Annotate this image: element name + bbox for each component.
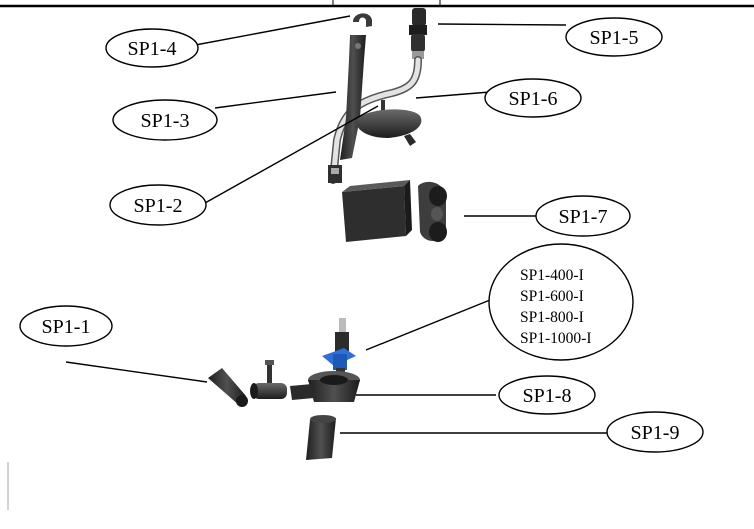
- callout-sp1-2: SP1-2: [109, 184, 207, 226]
- callout-sp1-4-text: SP1-4: [128, 38, 177, 60]
- part-connector-sp1-5: [409, 8, 427, 59]
- callout-sp1-2-text: SP1-2: [134, 195, 183, 217]
- callout-sp1-3-text: SP1-3: [141, 110, 190, 132]
- leader-sp1-4: [189, 15, 351, 47]
- impeller-model: SP1-1000-I: [520, 330, 591, 347]
- callout-sp1-8: SP1-8: [498, 375, 596, 415]
- leader-impellers: [365, 299, 491, 351]
- callout-impellers: SP1-400-I SP1-600-I SP1-800-I SP1-1000-I: [488, 243, 634, 361]
- part-lid-sp1-6: [356, 100, 422, 146]
- impeller-model: SP1-800-I: [520, 309, 584, 326]
- impeller-model: SP1-400-I: [520, 267, 584, 284]
- callout-sp1-6-text: SP1-6: [509, 88, 558, 110]
- part-nozzle-sp1-1: [208, 368, 248, 407]
- callout-sp1-9: SP1-9: [606, 411, 704, 453]
- callout-sp1-1-text: SP1-1: [42, 316, 91, 338]
- suction-cups: [418, 181, 447, 242]
- part-housing-sp1-8: [290, 371, 360, 402]
- leader-sp1-5: [437, 23, 567, 26]
- part-body-sp1-7: [342, 180, 447, 242]
- part-impeller: [322, 318, 356, 376]
- leader-sp1-6: [415, 91, 491, 99]
- callout-sp1-3: SP1-3: [112, 99, 218, 141]
- callout-sp1-4: SP1-4: [105, 28, 199, 68]
- leader-sp1-1: [65, 361, 208, 383]
- callout-sp1-7-text: SP1-7: [559, 206, 608, 228]
- callout-sp1-9-text: SP1-9: [631, 422, 680, 444]
- callout-sp1-5-text: SP1-5: [590, 27, 639, 49]
- callout-sp1-6: SP1-6: [484, 78, 582, 118]
- callout-sp1-5: SP1-5: [565, 17, 663, 57]
- leader-sp1-2: [204, 105, 379, 204]
- impeller-model: SP1-600-I: [520, 288, 584, 305]
- callout-sp1-1: SP1-1: [19, 305, 113, 347]
- part-elbow: [250, 360, 287, 399]
- leader-sp1-3: [214, 91, 337, 109]
- part-arm-sp1-2: [328, 35, 366, 183]
- callout-sp1-8-text: SP1-8: [523, 385, 572, 407]
- part-clip-sp1-4: [353, 13, 372, 27]
- callout-sp1-7: SP1-7: [535, 195, 631, 237]
- part-intake-sp1-9: [306, 415, 336, 460]
